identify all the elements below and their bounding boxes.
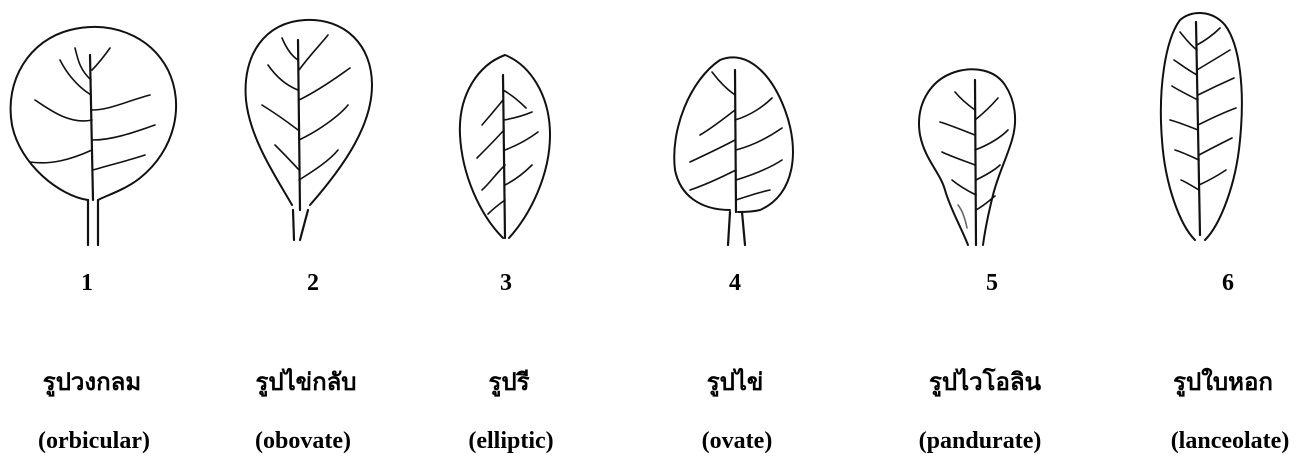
leaf-thai-name-3: รูปรี xyxy=(488,362,529,401)
leaf-number-2: 2 xyxy=(307,270,319,297)
leaf-number-5: 5 xyxy=(986,270,998,297)
leaf-latin-name-5: (pandurate) xyxy=(919,428,1042,455)
leaf-thai-name-4: รูปไข่ xyxy=(707,362,764,401)
leaf-number-6: 6 xyxy=(1222,270,1234,297)
leaf-number-1: 1 xyxy=(81,270,93,297)
leaf-thai-name-6: รูปใบหอก xyxy=(1173,362,1273,401)
lanceolate-leaf-drawing xyxy=(0,0,1305,250)
leaf-latin-name-1: (orbicular) xyxy=(38,428,150,455)
leaf-number-3: 3 xyxy=(500,270,512,297)
leaf-thai-name-5: รูปไวโอลิน xyxy=(929,362,1041,401)
leaf-latin-name-4: (ovate) xyxy=(702,428,773,455)
leaf-latin-name-6: (lanceolate) xyxy=(1171,428,1290,455)
leaf-thai-name-1: รูปวงกลม xyxy=(43,362,141,401)
leaf-number-4: 4 xyxy=(729,270,741,297)
leaf-latin-name-3: (elliptic) xyxy=(468,428,553,455)
leaf-latin-name-2: (obovate) xyxy=(255,428,351,455)
leaf-thai-name-2: รูปไข่กลับ xyxy=(255,362,356,401)
